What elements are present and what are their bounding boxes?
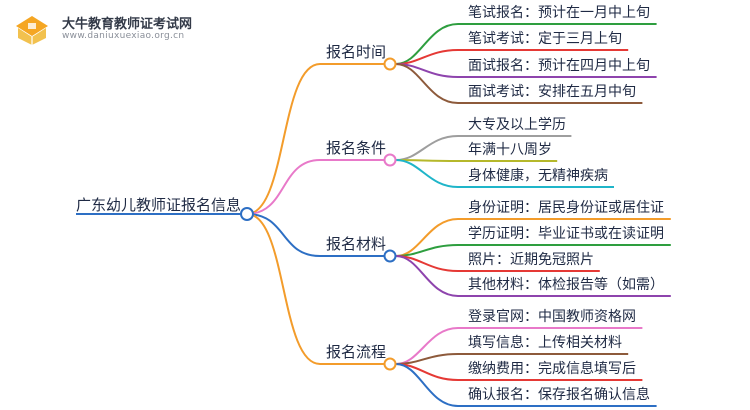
leaf-label: 身体健康，无精神疾病 — [468, 168, 608, 184]
branch-label: 报名材料 — [326, 235, 387, 253]
leaf-label: 其他材料：体检报告等（如需） — [468, 277, 664, 293]
leaf-connector — [395, 244, 459, 257]
leaf-label: 登录官网：中国教师资格网 — [468, 309, 636, 325]
leaf-label: 年满十八周岁 — [468, 142, 552, 158]
leaf-label: 笔试报名：预计在一月中上旬 — [468, 5, 650, 21]
leaf-connector — [395, 135, 459, 161]
leaf-connector — [395, 363, 459, 407]
leaf-label: 大专及以上学历 — [468, 117, 566, 133]
branch-label: 报名条件 — [326, 139, 387, 157]
logo-url: www.daniuxuexiao.org.cn — [62, 31, 185, 41]
root-node — [240, 207, 254, 221]
leaf-connector — [395, 353, 459, 365]
branch-connector — [246, 63, 321, 215]
leaf-connector — [395, 255, 459, 297]
branch-connector — [246, 213, 321, 257]
logo-site-name: 大牛教育教师证考试网 — [62, 17, 193, 32]
branch-connector — [246, 213, 321, 365]
leaf-label: 填写信息：上传相关材料 — [468, 335, 622, 351]
leaf-label: 身份证明：居民身份证或居住证 — [468, 200, 664, 216]
branch-node — [383, 57, 397, 71]
leaf-label: 缴纳费用：完成信息填写后 — [468, 361, 636, 377]
branch-node — [383, 153, 397, 167]
leaf-label: 学历证明：毕业证书或在读证明 — [468, 226, 664, 242]
site-logo[interactable]: 大牛教育教师证考试网 www.daniuxuexiao.org.cn — [12, 8, 232, 48]
leaf-connector — [395, 63, 459, 104]
branch-label: 报名时间 — [326, 43, 387, 61]
leaf-connector — [395, 23, 459, 65]
branch-node — [383, 249, 397, 263]
leaf-label: 面试报名：预计在四月中上旬 — [468, 58, 650, 74]
leaf-label: 确认报名：保存报名确认信息 — [468, 387, 650, 403]
leaf-connector — [395, 159, 459, 188]
leaf-label: 笔试考试：定于三月上旬 — [468, 31, 622, 47]
branch-connector — [246, 159, 321, 215]
root-topic: 广东幼儿教师证报名信息 — [76, 196, 242, 214]
open-book-icon — [16, 16, 48, 45]
branch-label: 报名流程 — [326, 343, 387, 361]
branch-node — [383, 357, 397, 371]
leaf-label: 面试考试：安排在五月中旬 — [468, 84, 636, 100]
leaf-label: 照片：近期免冠照片 — [468, 252, 594, 268]
